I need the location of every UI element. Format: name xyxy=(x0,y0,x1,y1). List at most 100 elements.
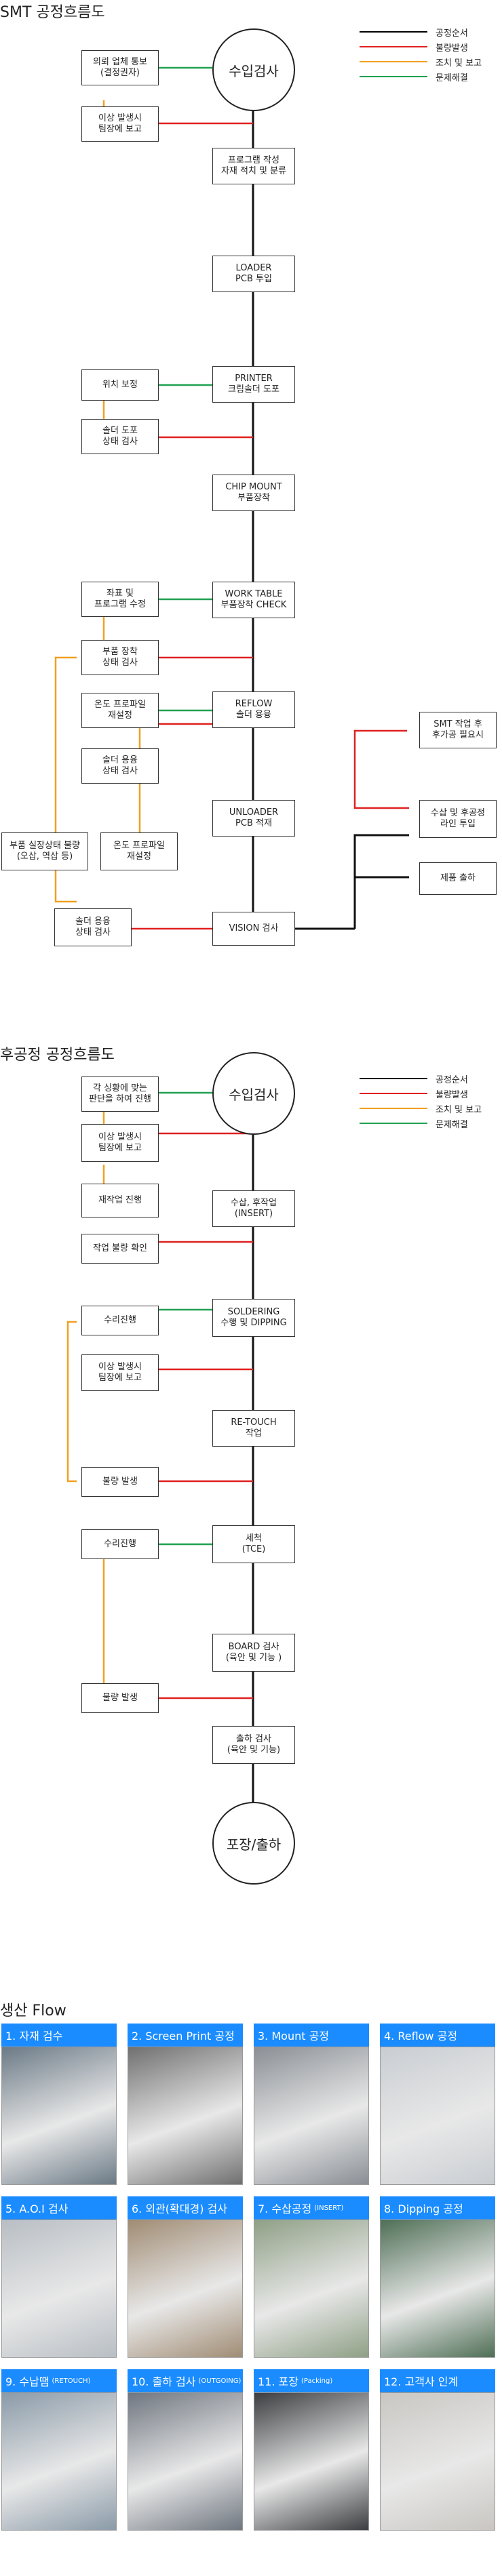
box-board: BOARD 검사 (육안 및 기능 ) xyxy=(212,1634,295,1672)
box-isang-1: 이상 발생시 팀장에 보고 xyxy=(81,1124,159,1162)
flow-card: 5. A.O.I 검사 xyxy=(1,2196,117,2358)
flow-card-label: 1. 자재 검수 xyxy=(5,2030,63,2042)
smt-diagram: 공정순서 불량발생 조치 및 보고 문제해결 수입검사 의뢰 업체 통보 (결정… xyxy=(0,0,502,963)
box-gak: 각 싱황에 맞는 판단을 하여 진행 xyxy=(81,1076,159,1112)
flow-card-header: 2. Screen Print 공정 xyxy=(128,2024,243,2047)
flow-card: 10. 출하 검사(OUTGOING) xyxy=(128,2369,243,2531)
box-reflow: REFLOW 솔더 용융 xyxy=(212,691,295,728)
box-loader: LOADER PCB 투입 xyxy=(212,256,295,292)
flow-card: 12. 고객사 인계 xyxy=(380,2369,495,2531)
smt-start-circle: 수입검사 xyxy=(212,28,295,111)
flow-card-photo xyxy=(254,2047,369,2185)
box-soldering: SOLDERING 수행 및 DIPPING xyxy=(212,1299,295,1337)
flow-card: 9. 수납땜(RETOUCH) xyxy=(1,2369,117,2531)
box-bupum: 부품 장착 상태 검사 xyxy=(81,640,159,675)
box-jakup-bad: 작업 불량 확인 xyxy=(81,1234,159,1264)
box-solder-melt-2: 솔더 용융 상태 검사 xyxy=(54,908,132,946)
box-unloader: UNLOADER PCB 적재 xyxy=(212,800,295,837)
box-isang-2: 이상 발생시 팀장에 보고 xyxy=(81,1354,159,1391)
box-susap: 수삽 및 후공정 라인 투입 xyxy=(419,800,497,838)
flow-card-photo xyxy=(128,2047,243,2185)
flow-card-header: 10. 출하 검사(OUTGOING) xyxy=(128,2369,243,2392)
box-bupum-bad: 부품 실장상태 불량 (오삽, 역삽 등) xyxy=(1,832,88,870)
post-connectors xyxy=(66,1091,254,1803)
flow-card-header: 7. 수삽공정(INSERT) xyxy=(254,2196,369,2219)
post-diagram: 공정순서 불량발생 조치 및 보고 문제해결 수입검사 각 싱황에 맞는 판단을… xyxy=(0,1030,502,1925)
legend-label: 조치 및 보고 xyxy=(436,1104,482,1115)
post-end-circle: 포장/출하 xyxy=(212,1802,295,1885)
flow-card-label: 5. A.O.I 검사 xyxy=(5,2202,69,2215)
flow-card-sublabel: (INSERT) xyxy=(314,2204,344,2212)
flow-card-header: 3. Mount 공정 xyxy=(254,2024,369,2047)
flow-card-label: 10. 출하 검사 xyxy=(132,2375,196,2388)
flow-card-label: 4. Reflow 공정 xyxy=(384,2030,458,2042)
flow-card-photo xyxy=(254,2392,369,2531)
flow-card-header: 9. 수납땜(RETOUCH) xyxy=(1,2369,117,2392)
legend-row: 조치 및 보고 xyxy=(360,54,482,69)
post-start-circle: 수입검사 xyxy=(212,1052,295,1135)
box-jaejak: 재작업 진행 xyxy=(81,1184,159,1217)
box-printer: PRINTER 크림솔더 도포 xyxy=(212,366,295,403)
flow-card: 1. 자재 검수 xyxy=(1,2024,117,2185)
legend-row: 문제해결 xyxy=(360,1116,482,1131)
box-suri-1: 수리진행 xyxy=(81,1306,159,1335)
box-retouch: RE-TOUCH 작업 xyxy=(212,1410,295,1447)
legend-label: 문제해결 xyxy=(436,1119,468,1130)
flow-card: 3. Mount 공정 xyxy=(254,2024,369,2185)
flow-card: 4. Reflow 공정 xyxy=(380,2024,495,2185)
smt-legend: 공정순서 불량발생 조치 및 보고 문제해결 xyxy=(360,24,482,84)
box-smt-after: SMT 작업 후 후가공 필요시 xyxy=(419,712,497,748)
box-chulha: 출하 검사 (육안 및 기능) xyxy=(212,1726,295,1764)
flow-card: 2. Screen Print 공정 xyxy=(128,2024,243,2185)
box-bad-1: 불량 발생 xyxy=(81,1467,159,1497)
flow-card-label: 12. 고객사 인계 xyxy=(384,2375,459,2388)
flow-card: 11. 포장(Packing) xyxy=(254,2369,369,2531)
flow-card-sublabel: (OUTGOING) xyxy=(198,2377,242,2385)
flow-card-sublabel: (Packing) xyxy=(301,2377,333,2385)
flow-card-header: 6. 외관(확대경) 검사 xyxy=(128,2196,243,2219)
box-jwapyo: 좌표 및 프로그램 수정 xyxy=(81,582,159,617)
legend-label: 문제해결 xyxy=(436,73,468,83)
legend-label: 불량발생 xyxy=(436,1089,468,1100)
flow-card-header: 12. 고객사 인계 xyxy=(380,2369,495,2392)
box-ondo-2: 온도 프로파일 재설정 xyxy=(100,832,178,870)
box-isang: 이상 발생시 팀장에 보고 xyxy=(81,106,159,142)
box-susap: 수삽, 후작업 (INSERT) xyxy=(212,1190,295,1227)
flow-card-header: 1. 자재 검수 xyxy=(1,2024,117,2047)
legend-row: 공정순서 xyxy=(360,24,482,39)
box-bad-2: 불량 발생 xyxy=(81,1683,159,1713)
post-title: 후공정 공정흐름도 xyxy=(0,1047,115,1064)
flow-card-header: 8. Dipping 공정 xyxy=(380,2196,495,2219)
post-legend: 공정순서 불량발생 조치 및 보고 문제해결 xyxy=(360,1071,482,1131)
legend-row: 문제해결 xyxy=(360,69,482,84)
flow-card: 7. 수삽공정(INSERT) xyxy=(254,2196,369,2358)
box-solder-melt: 솔더 용융 상태 검사 xyxy=(81,748,159,784)
legend-row: 공정순서 xyxy=(360,1071,482,1086)
flow-title: 생산 Flow xyxy=(0,2003,66,2019)
box-jepum: 제품 출하 xyxy=(419,862,497,895)
flow-card-photo xyxy=(380,2219,495,2358)
flow-card-label: 8. Dipping 공정 xyxy=(384,2202,463,2215)
flow-card-photo xyxy=(128,2392,243,2531)
flow-card-header: 4. Reflow 공정 xyxy=(380,2024,495,2047)
box-wichi: 위치 보정 xyxy=(81,369,159,401)
flow-card-label: 7. 수삽공정 xyxy=(258,2202,312,2215)
box-ondo: 온도 프로파일 재설정 xyxy=(81,693,159,728)
flow-card-header: 5. A.O.I 검사 xyxy=(1,2196,117,2219)
box-uiroe: 의뢰 업체 통보 (결정권자) xyxy=(81,50,159,85)
flow-card-photo xyxy=(254,2219,369,2358)
flow-card-label: 2. Screen Print 공정 xyxy=(132,2030,235,2042)
flow-card: 6. 외관(확대경) 검사 xyxy=(128,2196,243,2358)
box-suri-2: 수리진행 xyxy=(81,1529,159,1559)
legend-row: 불량발생 xyxy=(360,39,482,54)
flow-card-header: 11. 포장(Packing) xyxy=(254,2369,369,2392)
flow-card-photo xyxy=(380,2047,495,2185)
flow-card-photo xyxy=(1,2047,117,2185)
flow-card-label: 9. 수납땜 xyxy=(5,2375,50,2388)
legend-label: 공정순서 xyxy=(436,28,468,39)
box-worktable: WORK TABLE 부품장착 CHECK xyxy=(212,582,295,618)
flow-card-photo xyxy=(128,2219,243,2358)
legend-label: 조치 및 보고 xyxy=(436,58,482,68)
flow-card-photo xyxy=(1,2392,117,2531)
flow-card-sublabel: (RETOUCH) xyxy=(52,2377,91,2385)
